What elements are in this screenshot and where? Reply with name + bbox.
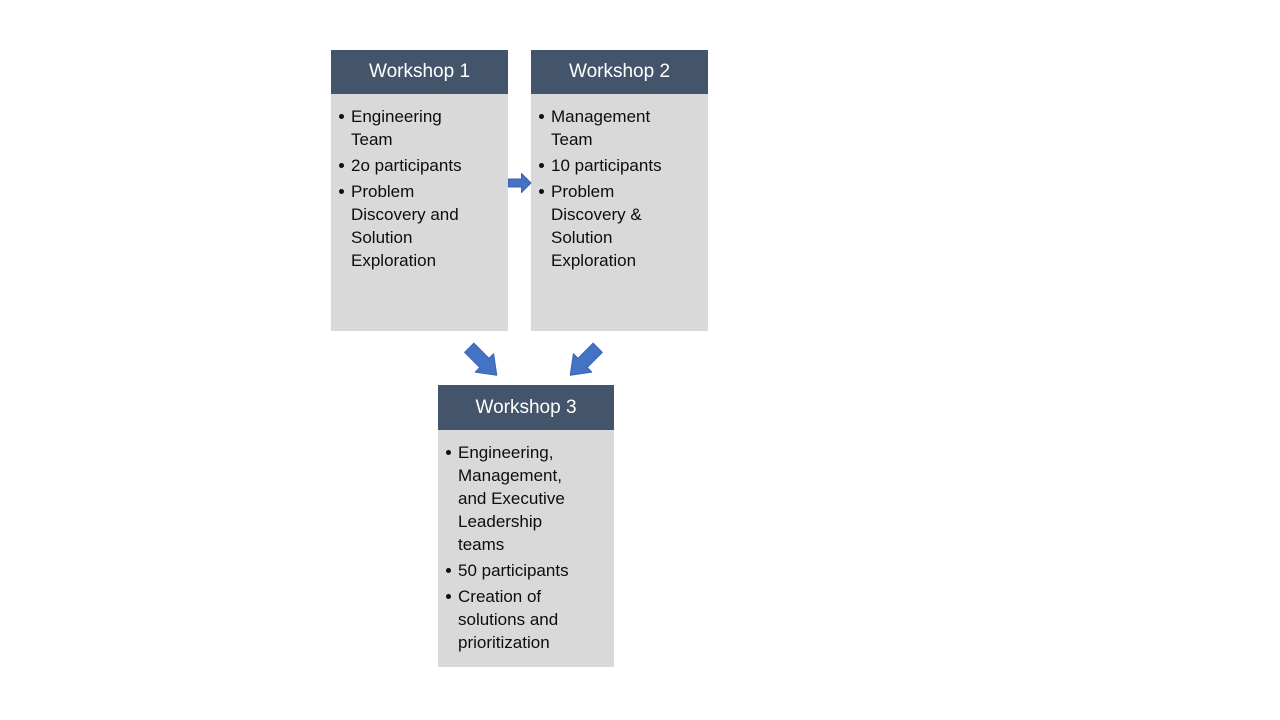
bullet-item: Problem Discovery and Solution Explorati… — [339, 180, 477, 272]
workshop3-title: Workshop 3 — [475, 396, 577, 418]
workshop2-header: Workshop 2 — [531, 50, 708, 94]
bullet-item: Engineering, Management, and Executive L… — [446, 441, 584, 556]
arrow-right-icon — [508, 173, 532, 193]
workshop3-box: Workshop 3 Engineering, Management, and … — [438, 385, 614, 667]
workshop2-title: Workshop 2 — [568, 61, 671, 82]
arrow-down-right-icon — [461, 339, 505, 383]
bullet-item: 50 participants — [446, 559, 584, 582]
workshop2-box: Workshop 2 Management Team 10 participan… — [531, 50, 708, 331]
bullet-item: Engineering Team — [339, 105, 477, 151]
arrow-down-left-icon — [562, 339, 606, 383]
bullet-item: Management Team — [539, 105, 677, 151]
workshop3-header: Workshop 3 — [438, 385, 614, 430]
workshop3-bullet-list: Engineering, Management, and Executive L… — [438, 430, 614, 667]
bullet-item: Problem Discovery & Solution Exploration — [539, 180, 677, 272]
workshop1-box: Workshop 1 Engineering Team 2o participa… — [331, 50, 508, 331]
bullet-item: Creation of solutions and prioritization — [446, 585, 584, 654]
workshop2-bullet-list: Management Team 10 participants Problem … — [531, 94, 708, 331]
workshop1-bullet-list: Engineering Team 2o participants Problem… — [331, 94, 508, 331]
bullet-item: 2o participants — [339, 154, 477, 177]
bullet-item: 10 participants — [539, 154, 677, 177]
workshop1-title: Workshop 1 — [368, 61, 471, 82]
workshop1-header: Workshop 1 — [331, 50, 508, 94]
